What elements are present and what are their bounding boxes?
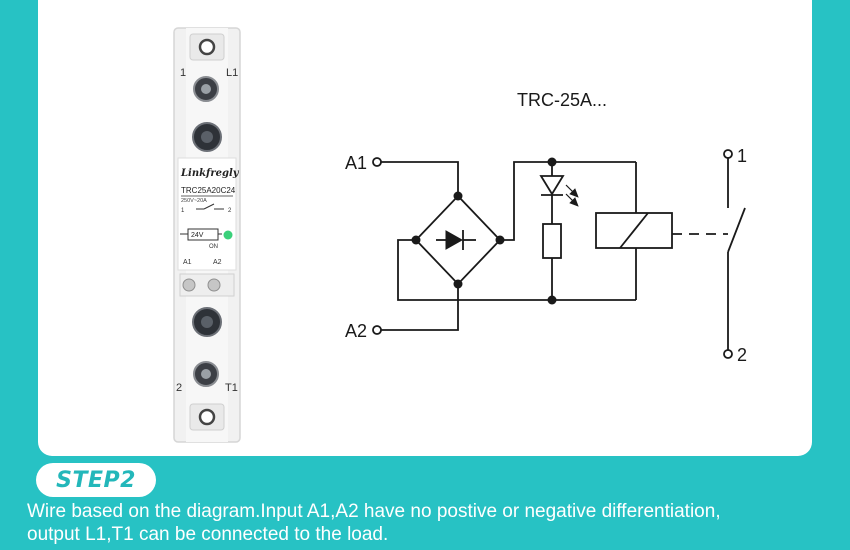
led-indicator-icon: [223, 230, 233, 240]
switch-label-left: 1: [181, 208, 185, 214]
terminal-a2: [372, 325, 382, 335]
on-label: ON: [209, 244, 218, 250]
wire-bridge-positive: [500, 161, 636, 241]
brand-label: Linkfregly: [180, 168, 240, 179]
content-panel: [38, 0, 812, 456]
junction-dots: [411, 157, 557, 305]
terminal-label-bottom-left: 2: [176, 382, 182, 394]
resistor: [542, 223, 562, 259]
wire-a1: [381, 161, 459, 196]
terminal-a1: [372, 157, 382, 167]
terminal-label-t1: T1: [225, 382, 238, 394]
description-line-2: output L1,T1 can be connected to the loa…: [27, 524, 389, 545]
step-label: STEP2: [56, 467, 136, 493]
mount-hole-top: [198, 38, 216, 56]
label-a2: A2: [345, 321, 367, 341]
wire-bridge-negative: [397, 239, 636, 301]
terminal-output-2: [723, 349, 733, 359]
diagram-title: TRC-25A...: [517, 90, 607, 110]
step-badge: STEP2: [36, 463, 156, 497]
model-label: TRC25A20C24: [181, 186, 236, 195]
label-output-2: 2: [737, 345, 747, 365]
label-output-1: 1: [737, 146, 747, 166]
terminal-output-1: [723, 149, 733, 159]
circuit-diagram: [372, 149, 746, 359]
relay-coil: [595, 212, 673, 249]
rating-label: 250V~20A: [181, 198, 207, 204]
terminal-label-l1: L1: [226, 67, 238, 79]
input-label-a2: A2: [213, 259, 222, 266]
switch-label-right: 2: [228, 208, 232, 214]
input-voltage-label: 24V: [191, 232, 204, 239]
description-line-1: Wire based on the diagram.Input A1,A2 ha…: [27, 501, 721, 522]
wire-a2: [381, 284, 459, 331]
label-a1: A1: [345, 153, 367, 173]
input-label-a1: A1: [183, 259, 192, 266]
step-description: Wire based on the diagram.Input A1,A2 ha…: [27, 500, 847, 546]
led-diode-icon: [539, 175, 565, 196]
switch-contact: [727, 207, 746, 253]
diode-icon: [445, 230, 464, 250]
terminal-label-top-left: 1: [180, 67, 186, 79]
relay-device: 1 L1 Linkfregly TRC25A20C24 250V~20A 1 2…: [173, 27, 241, 443]
mount-hole-bottom: [198, 408, 216, 426]
